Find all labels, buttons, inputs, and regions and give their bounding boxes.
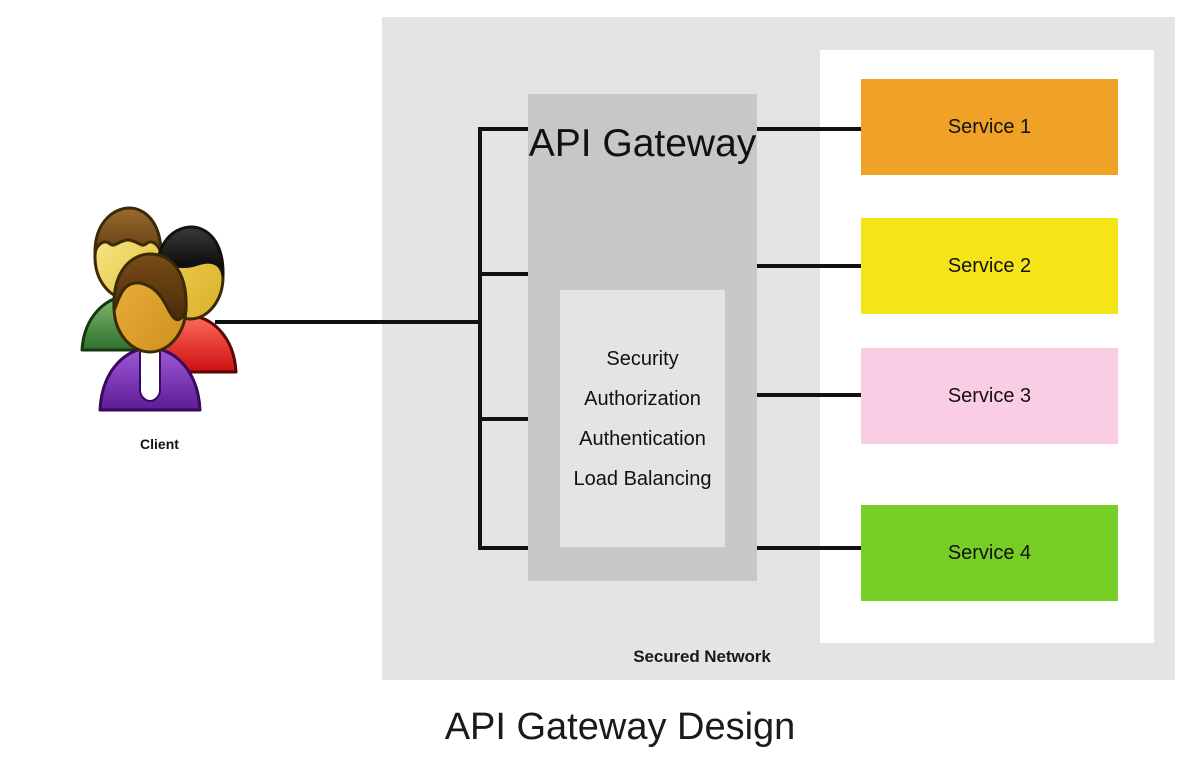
gateway-to-service-3-line	[752, 393, 865, 397]
gateway-bus-line	[478, 127, 482, 550]
gateway-to-service-2-line	[752, 264, 865, 268]
client-label: Client	[140, 436, 179, 452]
feature-load-balancing: Load Balancing	[573, 467, 712, 490]
bus-branch-line-4	[478, 546, 534, 550]
service-box-3[interactable]: Service 3	[861, 348, 1118, 444]
person-front-figure	[98, 252, 202, 412]
client-to-gateway-line	[215, 320, 482, 324]
service-box-3-label: Service 3	[947, 384, 1032, 407]
users-group-icon	[72, 200, 247, 415]
feature-authentication: Authentication	[579, 427, 706, 450]
service-box-4[interactable]: Service 4	[861, 505, 1118, 601]
service-box-4-label: Service 4	[947, 541, 1032, 564]
gateway-to-service-1-line	[752, 127, 865, 131]
bus-branch-line-1	[478, 127, 534, 131]
api-gateway-box[interactable]: API Gateway Security Authorization Authe…	[528, 94, 757, 581]
gateway-to-service-4-line	[752, 546, 865, 550]
feature-security: Security	[606, 347, 679, 370]
page-title: API Gateway Design	[444, 706, 796, 748]
bus-branch-line-2	[478, 272, 534, 276]
feature-authorization: Authorization	[584, 387, 701, 410]
api-gateway-title: API Gateway	[528, 122, 757, 165]
service-box-1-label: Service 1	[947, 115, 1032, 138]
api-gateway-features-panel: Security Authorization Authentication Lo…	[560, 290, 725, 547]
service-box-2-label: Service 2	[947, 254, 1032, 277]
service-box-1[interactable]: Service 1	[861, 79, 1118, 175]
bus-branch-line-3	[478, 417, 534, 421]
secured-network-label: Secured Network	[633, 647, 771, 666]
service-box-2[interactable]: Service 2	[861, 218, 1118, 314]
